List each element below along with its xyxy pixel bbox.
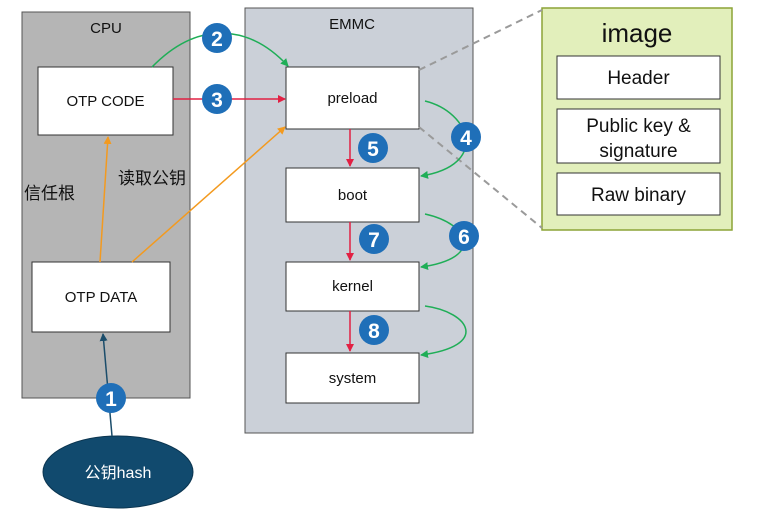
step-badge-3: 3	[202, 84, 232, 114]
arrow-step8-green	[420, 305, 467, 359]
svg-text:7: 7	[368, 229, 380, 252]
stage-system-label: system	[329, 370, 377, 387]
stage-boot-box	[285, 167, 420, 223]
image-header-label: Header	[607, 68, 670, 89]
stage-kernel-label: kernel	[332, 278, 373, 295]
otp-data-box	[31, 261, 171, 333]
step-badge-6: 6	[449, 221, 479, 251]
pubkey-hash-node	[42, 435, 194, 509]
svg-text:1: 1	[105, 388, 117, 411]
arrow-step2	[151, 32, 289, 68]
svg-text:6: 6	[458, 226, 470, 249]
zoom-line-top	[418, 9, 543, 71]
zoom-line-bottom	[418, 126, 543, 229]
root-of-trust-label: 信任根	[24, 184, 75, 203]
stage-preload-label: preload	[327, 90, 377, 107]
otp-code-label: OTP CODE	[66, 93, 144, 110]
stage-system-box	[285, 352, 420, 404]
step-badge-4: 4	[451, 122, 481, 152]
image-raw-box	[556, 172, 721, 216]
arrow-otp-data-to-preload	[131, 126, 286, 263]
image-pubkey-line1: Public key &	[586, 116, 691, 137]
pubkey-hash-label: 公钥hash	[85, 464, 152, 482]
step-badge-8: 8	[359, 315, 389, 345]
step-badge-5: 5	[358, 133, 388, 163]
svg-text:4: 4	[460, 127, 472, 150]
otp-data-label: OTP DATA	[65, 289, 138, 306]
step-badge-2: 2	[202, 23, 232, 53]
image-pubkey-box	[556, 108, 721, 164]
arrow-otp-data-to-code	[99, 136, 112, 263]
svg-text:2: 2	[211, 28, 223, 51]
image-pubkey-line2: signature	[599, 141, 677, 162]
step-badge-7: 7	[359, 224, 389, 254]
svg-text:3: 3	[211, 89, 223, 112]
stage-boot-label: boot	[338, 187, 368, 204]
stage-kernel-box	[285, 261, 420, 312]
read-pubkey-label: 读取公钥	[118, 169, 186, 188]
svg-text:8: 8	[368, 320, 380, 343]
image-raw-label: Raw binary	[591, 185, 687, 206]
svg-text:5: 5	[367, 138, 379, 161]
emmc-title: EMMC	[329, 16, 375, 33]
stage-preload-box	[285, 66, 420, 130]
image-header-box	[556, 55, 721, 100]
image-title: image	[602, 18, 673, 48]
cpu-title: CPU	[90, 20, 122, 37]
otp-code-box	[37, 66, 174, 136]
step-badge-1: 1	[96, 383, 126, 413]
